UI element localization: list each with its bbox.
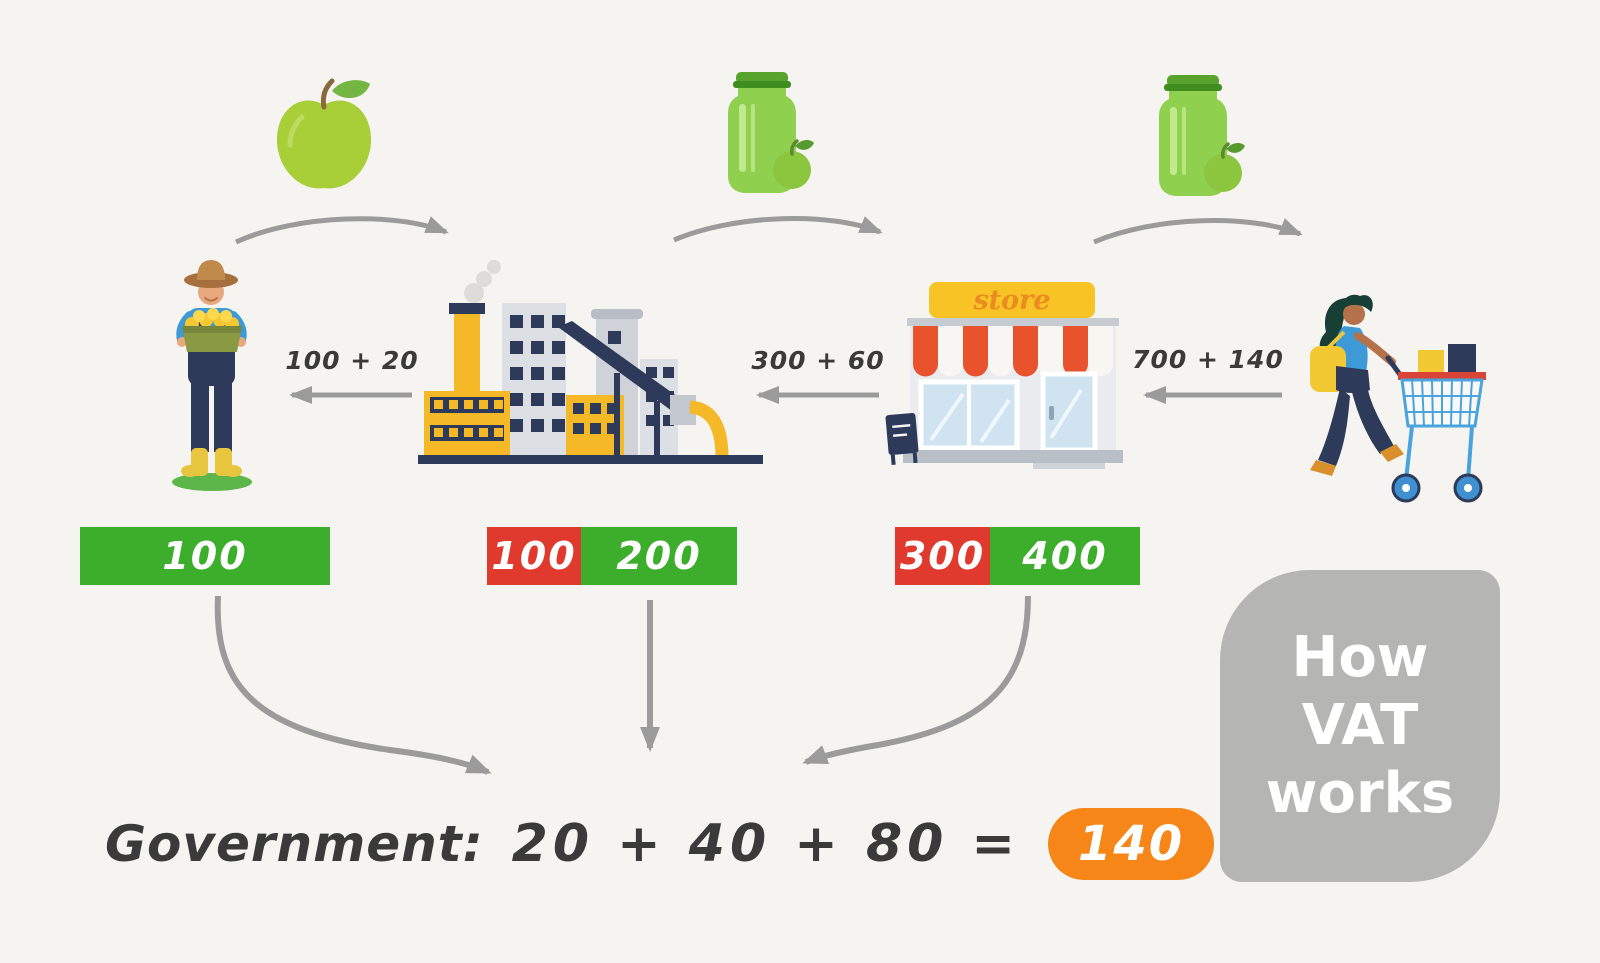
price-cost: 100 bbox=[487, 527, 581, 585]
flow-arrow-farmer-to-factory bbox=[228, 204, 463, 250]
farmer-illustration bbox=[160, 252, 265, 492]
vat-arrow-store-to-government bbox=[772, 592, 1042, 782]
apple-icon bbox=[272, 75, 377, 200]
sandwich-board-sign bbox=[885, 413, 919, 466]
title-badge: How VAT works bbox=[1220, 570, 1500, 882]
store-awning bbox=[913, 326, 1113, 377]
jam-jar-icon-2 bbox=[1145, 73, 1245, 198]
government-label: Government: bbox=[105, 815, 484, 873]
vat-arrow-factory-to-government bbox=[632, 596, 672, 781]
payment-label-consumer-to-store: 700 + 140 bbox=[1132, 345, 1284, 374]
vat-sum-equation: 20 + 40 + 80 = bbox=[511, 814, 1020, 874]
payment-label-factory-to-farmer: 100 + 20 bbox=[285, 346, 419, 375]
government-equation-row: Government: 20 + 40 + 80 = 140 bbox=[105, 802, 1215, 886]
store-illustration: store bbox=[885, 278, 1135, 473]
price-sale: 400 bbox=[990, 527, 1140, 585]
price-tag-farmer: 100 bbox=[80, 527, 330, 585]
vat-total-badge: 140 bbox=[1047, 808, 1215, 880]
payment-arrow-consumer-to-store bbox=[1122, 386, 1284, 404]
price-tag-factory: 100 200 bbox=[487, 527, 737, 585]
title-line-2: VAT bbox=[1301, 692, 1419, 758]
vat-arrow-farmer-to-government bbox=[200, 592, 520, 787]
factory-illustration bbox=[418, 255, 763, 470]
consumer-illustration bbox=[1288, 288, 1493, 513]
payment-arrow-store-to-factory bbox=[735, 386, 881, 404]
payment-label-store-to-factory: 300 + 60 bbox=[751, 346, 885, 375]
flow-arrow-store-to-consumer bbox=[1086, 206, 1316, 252]
title-line-1: How bbox=[1291, 624, 1429, 690]
jam-jar-icon bbox=[714, 70, 814, 195]
price-sale: 200 bbox=[581, 527, 737, 585]
title-line-3: works bbox=[1265, 761, 1455, 827]
store-sign-text: store bbox=[972, 285, 1050, 316]
price-cost: 300 bbox=[895, 527, 990, 585]
price-tag-store: 300 400 bbox=[895, 527, 1140, 585]
payment-arrow-factory-to-farmer bbox=[268, 386, 414, 404]
flow-arrow-factory-to-store bbox=[666, 204, 896, 250]
price-sale: 100 bbox=[80, 527, 330, 585]
